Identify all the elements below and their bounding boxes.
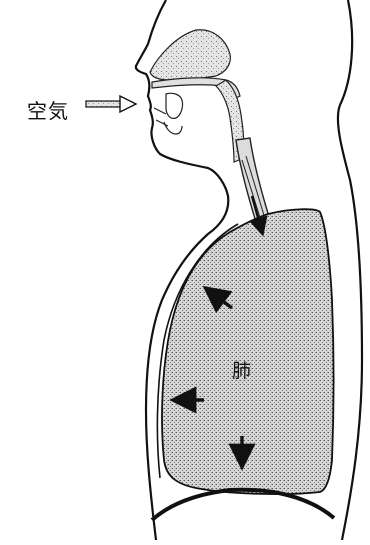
lung [162,209,334,494]
tongue [166,93,183,118]
diaphragm [152,490,334,520]
lips [154,108,182,134]
back-contour [338,0,362,540]
lung-label: 肺 [232,356,251,383]
inflow-arrow-icon [86,96,136,112]
air-label: 空気 [27,95,69,124]
nasal-cavity [150,30,230,80]
